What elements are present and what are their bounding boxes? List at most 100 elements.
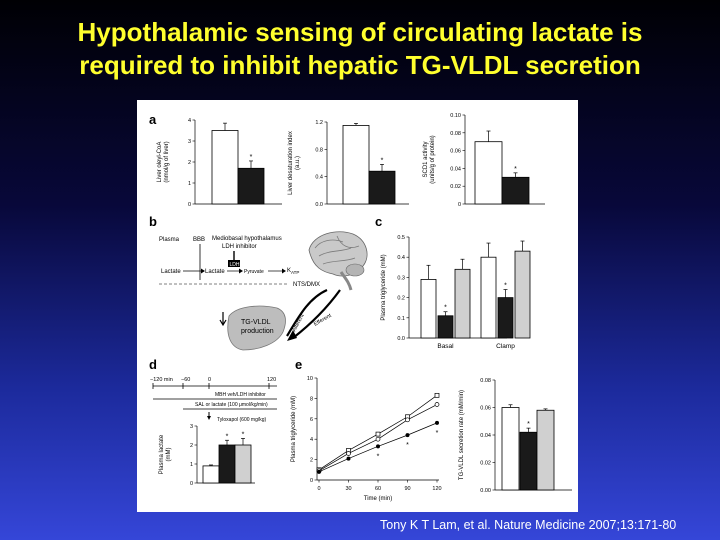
a1-ytick-label: 2: [188, 160, 191, 166]
a1-bar: [211, 130, 239, 205]
diagram-mbh-label: Mediobasal hypothalamus: [212, 236, 282, 242]
a1-significance: *: [250, 154, 253, 161]
e1-xtick-label: 90: [404, 486, 410, 492]
diagram-production: production: [241, 328, 274, 335]
c-ytick-label: 0.5: [397, 235, 405, 241]
efferent-arrow-head: [287, 330, 297, 341]
e1-point: [434, 392, 440, 398]
a3-ytick-label: 0.02: [450, 184, 461, 190]
e1-xtick-label: 0: [317, 486, 320, 492]
a3-significance: *: [514, 166, 517, 173]
diagram-katp: KATP: [287, 268, 299, 275]
brain-illustration: [308, 231, 368, 291]
c-ytick-label: 0.4: [397, 255, 405, 261]
a1-ytick-label: 0: [188, 202, 191, 208]
e1-point: [376, 444, 380, 449]
a1-ytick-label: 3: [188, 139, 191, 145]
e1-ytick-label: 6: [310, 417, 313, 423]
a1-ytick-label: 1: [188, 181, 191, 187]
c-bar: [480, 256, 497, 339]
protocol-t-minus60: −60: [181, 377, 190, 383]
e1-xlabel: Time (min): [364, 496, 392, 502]
a3-ytick-label: 0.06: [450, 149, 461, 155]
diagram-nts-dmx: NTS/DMX: [293, 282, 320, 288]
d-bar: [202, 465, 220, 484]
ldh-arrow-head: [239, 268, 243, 274]
protocol-sal-lactate: SAL or lactate (100 μmol/kg/min): [195, 402, 268, 408]
d-ytick-label: 0: [190, 481, 193, 487]
e2-ylabel: TG-VLDL secretion rate (mM/min): [459, 390, 465, 480]
liver-illustration: TG-VLDL production: [219, 305, 286, 351]
e2-bar: [519, 431, 538, 491]
c-bar: [497, 297, 514, 339]
panel-letter-a: a: [149, 112, 157, 127]
e1-ytick-label: 8: [310, 396, 313, 402]
e1-significance: *: [406, 442, 409, 449]
e2-ytick-label: 0.00: [480, 488, 491, 494]
c-bar: [437, 315, 454, 339]
e1-point: [405, 433, 410, 438]
pyruvate-arrow-head: [282, 268, 286, 274]
title-line-2: required to inhibit hepatic TG-VLDL secr…: [79, 50, 641, 80]
c-bar: [514, 250, 531, 339]
a2-ytick-label: 0.8: [315, 147, 323, 153]
slide-title: Hypothalamic sensing of circulating lact…: [0, 16, 720, 82]
a1-ytick-label: 4: [188, 118, 191, 124]
e1-ytick-label: 4: [310, 437, 313, 443]
a2-bar: [368, 170, 396, 205]
e1-xtick-label: 60: [375, 486, 381, 492]
c-ylabel: Plasma triglyceride (mM): [381, 254, 387, 320]
diagram-ldh-inhibitor-label: LDH inhibitor: [222, 244, 257, 250]
e2-ytick-label: 0.06: [480, 406, 491, 412]
panel-letter-e: e: [295, 357, 302, 372]
e1-ytick-label: 2: [310, 458, 313, 464]
d-ylabel-line2: (mM): [166, 448, 172, 462]
a1-ylabel-line2: (nmol/g of liver): [164, 141, 170, 182]
a2-ytick-label: 0.4: [315, 175, 323, 181]
e1-point: [317, 469, 321, 474]
efferent-arrow: [292, 289, 341, 339]
e1-significance: *: [436, 430, 439, 437]
e2-significance: *: [527, 421, 530, 428]
panel-d-protocol: −120 min −60 0 120 MBH veh/LDH inhibitor…: [150, 377, 277, 423]
protocol-t-0: 0: [208, 377, 211, 383]
d-significance: *: [242, 431, 245, 438]
c-ytick-label: 0.1: [397, 316, 405, 322]
a3-ytick-label: 0: [458, 202, 461, 208]
d-ylabel-line1: Plasma lactate: [159, 434, 165, 474]
e1-point: [346, 451, 351, 456]
e1-point: [375, 431, 381, 437]
e1-point: [405, 417, 410, 423]
a3-ytick-label: 0.04: [450, 166, 461, 172]
c-bar: [454, 268, 471, 339]
a3-ytick-label: 0.08: [450, 131, 461, 137]
c-category-label: Clamp: [496, 343, 515, 350]
e1-point: [346, 456, 351, 461]
e1-point: [375, 436, 381, 442]
d-bar: [218, 444, 236, 484]
d-ytick-label: 1: [190, 462, 193, 468]
panel-b-diagram: Plasma BBB Mediobasal hypothalamus LDH i…: [159, 231, 368, 351]
e2-bar: [536, 409, 555, 491]
diagram-bbb-label: BBB: [193, 237, 205, 243]
a3-ytick-label: 0.10: [450, 113, 461, 119]
c-bar: [420, 279, 437, 339]
diagram-pyruvate: Pyruvate: [244, 269, 264, 275]
panel-letter-d: d: [149, 357, 157, 372]
a2-significance: *: [381, 157, 384, 164]
a3-bar: [474, 141, 503, 205]
c-ytick-label: 0.0: [397, 336, 405, 342]
a3-ylabel-line1: SCD1 activity: [423, 141, 429, 177]
e1-point: [434, 402, 440, 407]
c-significance: *: [504, 283, 507, 290]
d-ytick-label: 2: [190, 443, 193, 449]
panel-letter-c: c: [375, 214, 382, 229]
panel-letter-b: b: [149, 214, 157, 229]
a2-ytick-label: 1.2: [315, 120, 323, 126]
e1-ytick-label: 10: [307, 376, 313, 382]
a2-bar: [342, 125, 370, 205]
a2-ylabel-line2: (a.u.): [295, 156, 301, 170]
d-bar: [234, 444, 252, 484]
